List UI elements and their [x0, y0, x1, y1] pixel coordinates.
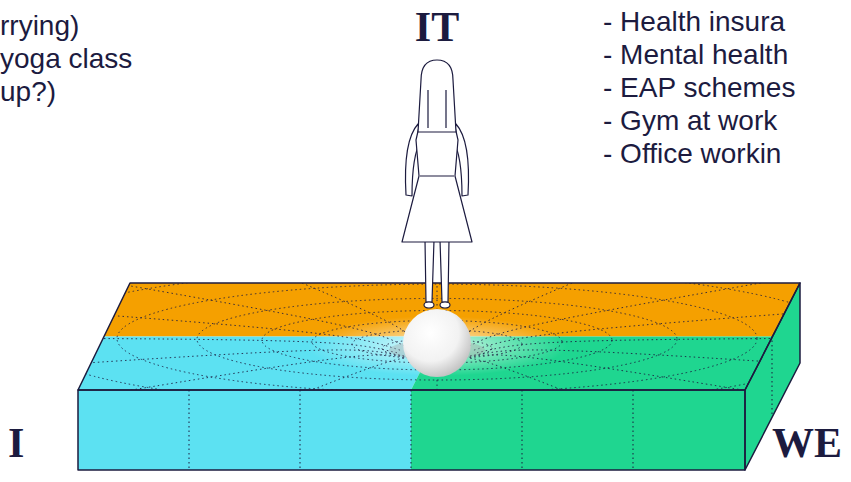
grid-spoke	[477, 338, 851, 353]
grid-spoke	[223, 358, 422, 426]
quadrant-label: IT	[415, 6, 459, 48]
grid-spoke	[41, 355, 409, 405]
front-face-right	[411, 390, 745, 470]
grid-spoke	[0, 301, 400, 350]
grid-spoke	[223, 250, 422, 347]
side-note: up?)	[0, 76, 56, 108]
woman-figure	[402, 60, 472, 308]
grid-spoke	[452, 250, 651, 347]
quadrant-label: WE	[772, 422, 842, 464]
quadrant-label: I	[8, 422, 24, 464]
grid-spoke	[0, 338, 397, 353]
grid-ring	[27, 268, 847, 407]
benefit-item: - Health insura	[603, 6, 785, 38]
benefit-item: - Office workin	[603, 138, 781, 170]
slab-outline	[78, 283, 800, 470]
grid-spoke	[474, 350, 851, 374]
grid-spoke	[41, 270, 409, 348]
side-note: rrying)	[0, 10, 79, 42]
benefit-item: - EAP schemes	[603, 72, 795, 104]
grid-spoke	[465, 355, 833, 405]
benefit-item: - Gym at work	[603, 105, 777, 137]
sphere	[403, 309, 471, 377]
side-note: yoga class	[0, 43, 132, 75]
benefit-item: - Mental health	[603, 39, 788, 71]
front-face-left	[78, 390, 411, 470]
grid-spoke	[0, 350, 400, 374]
grid-spoke	[474, 301, 851, 350]
grid-spoke	[465, 270, 833, 348]
grid-spoke	[452, 358, 651, 426]
